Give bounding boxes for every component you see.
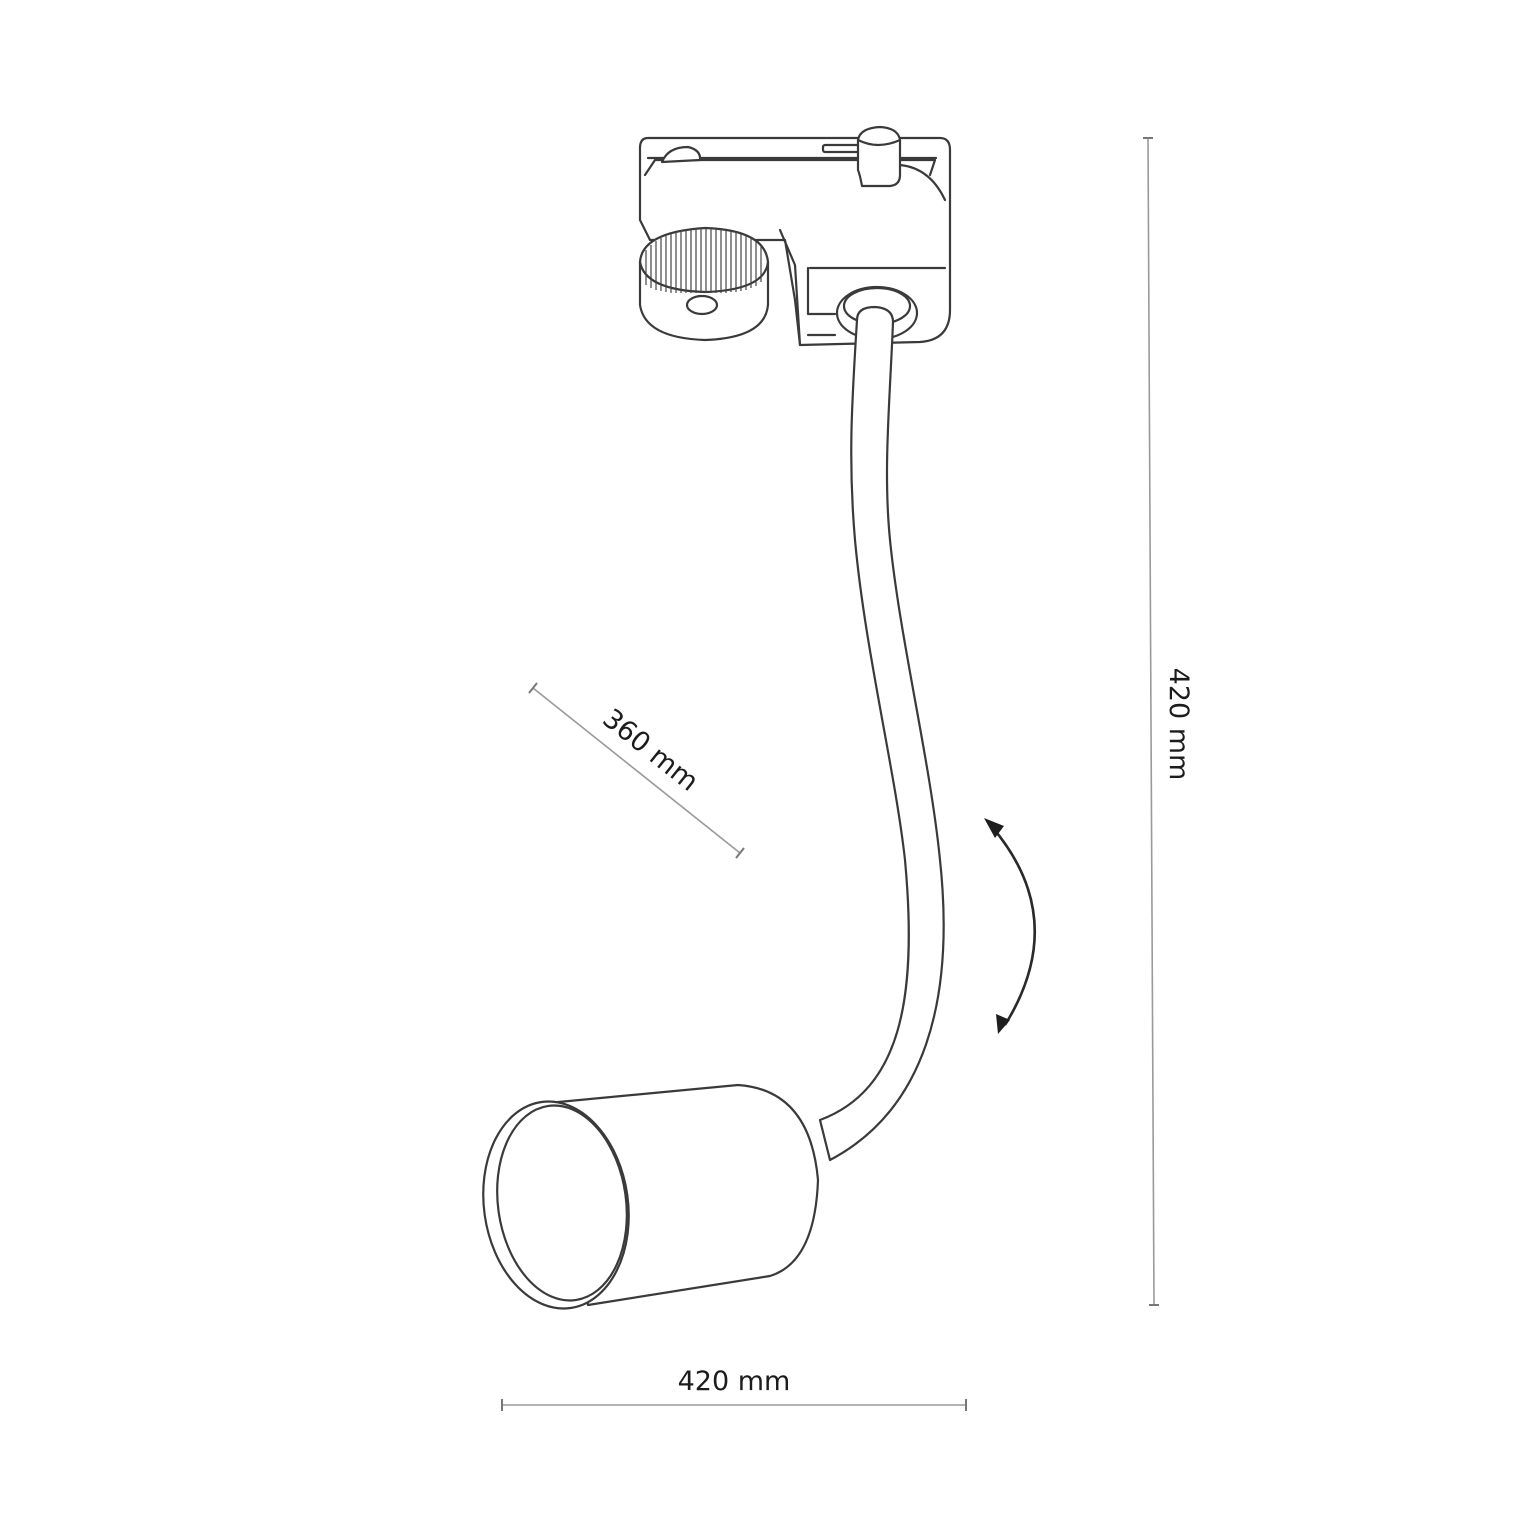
- track-adapter: [638, 125, 952, 347]
- lock-knob-icon: [638, 226, 770, 342]
- arm-length-label: 360 mm: [597, 703, 704, 798]
- flexible-arm: [818, 305, 945, 1162]
- rotation-arrow-icon: [984, 818, 1036, 1034]
- arm-length-dimension: 360 mm: [528, 682, 745, 859]
- lamp-holder: [482, 1083, 820, 1310]
- width-label: 420 mm: [678, 1366, 791, 1397]
- height-dimension: 420 mm: [1143, 137, 1194, 1306]
- height-label: 420 mm: [1163, 668, 1194, 781]
- width-dimension: 420 mm: [501, 1366, 967, 1411]
